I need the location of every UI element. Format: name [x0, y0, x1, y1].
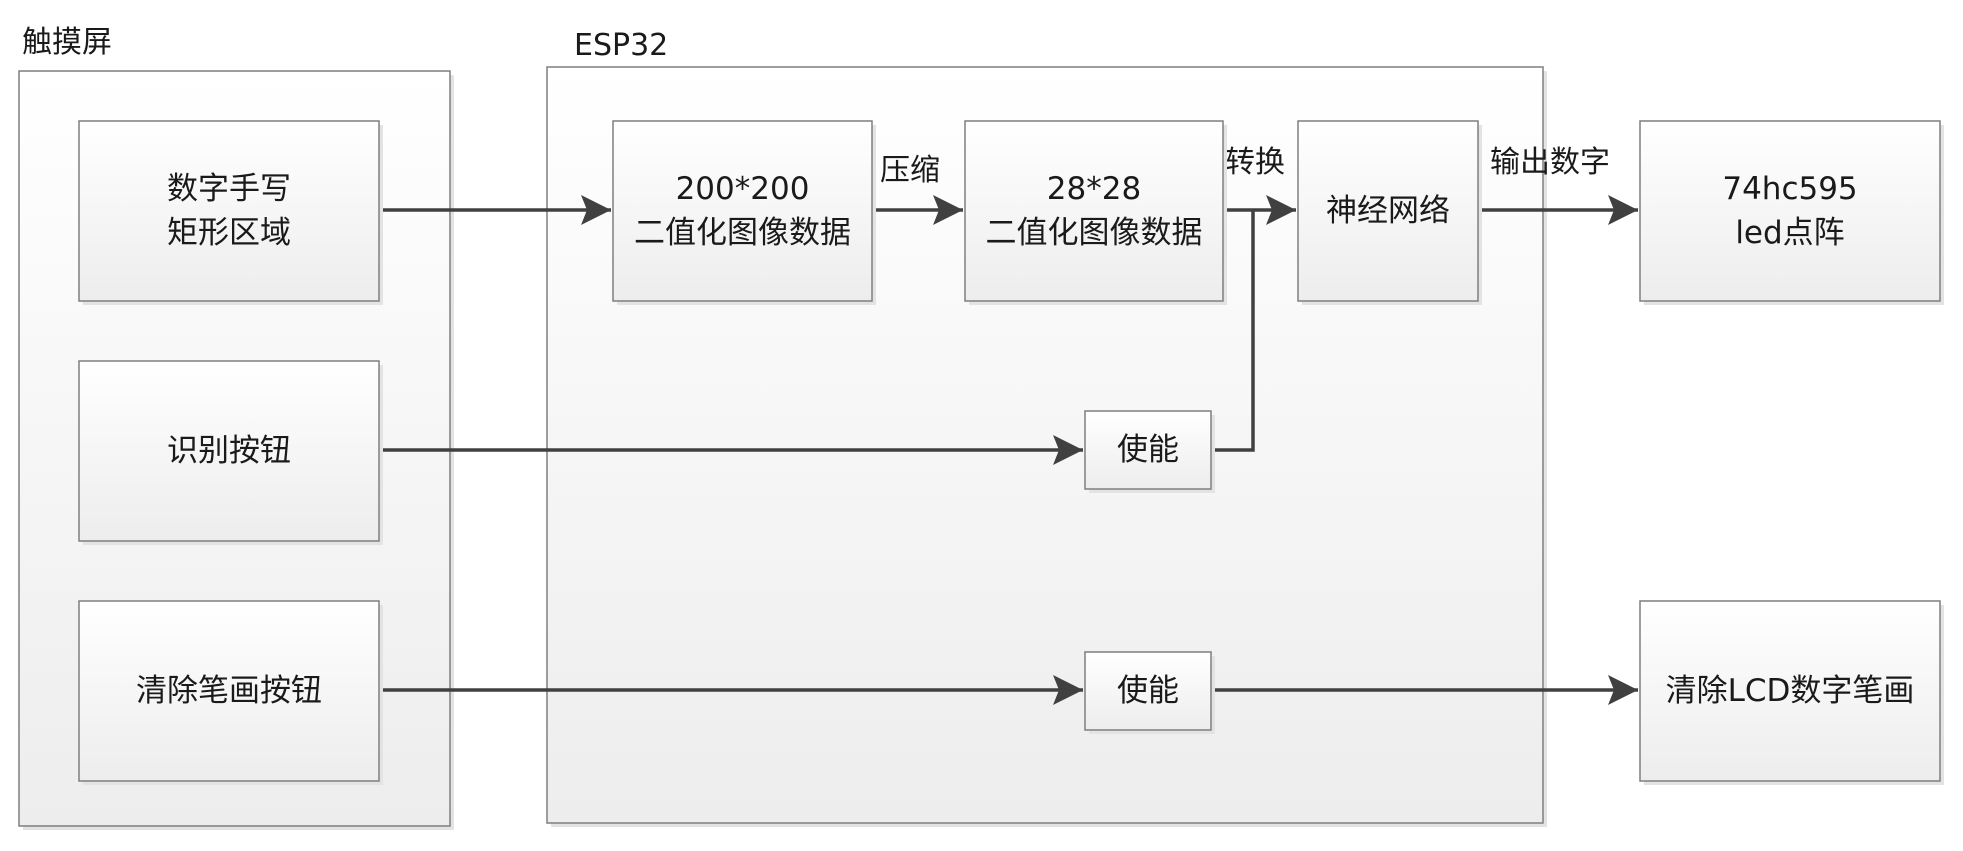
node-handwriting-area-label-line: 数字手写 — [167, 171, 291, 207]
touchscreen-title: 触摸屏 — [22, 25, 112, 60]
node-led-matrix-label-line: led点阵 — [1735, 215, 1844, 251]
node-handwriting-area-label-line: 矩形区域 — [167, 215, 291, 251]
node-enable-recognize: 使能 — [1084, 410, 1215, 493]
node-image-200-box — [612, 120, 873, 302]
node-image-28-label-line: 28*28 — [1047, 171, 1141, 207]
node-neural-network-box — [1297, 120, 1479, 302]
node-neural-network-label-line: 神经网络 — [1326, 193, 1450, 229]
node-enable-recognize-label-line: 使能 — [1117, 432, 1179, 468]
node-enable-clear-box — [1084, 651, 1212, 731]
edge-label-convert: 转换 — [1225, 145, 1285, 180]
node-handwriting-area-box — [78, 120, 380, 302]
node-recognize-button: 识别按钮 — [78, 360, 383, 545]
node-enable-clear-label-line: 使能 — [1117, 673, 1179, 709]
node-image-200: 200*200 二值化图像数据 — [612, 120, 876, 305]
node-led-matrix-box — [1639, 120, 1941, 302]
node-led-matrix: 74hc595 led点阵 — [1639, 120, 1944, 305]
node-clear-stroke-button: 清除笔画按钮 — [78, 600, 383, 785]
node-clear-lcd-box — [1639, 600, 1941, 782]
node-image-200-label-line: 200*200 — [676, 171, 810, 207]
node-clear-stroke-button-box — [78, 600, 380, 782]
node-neural-network: 神经网络 — [1297, 120, 1482, 305]
node-clear-stroke-button-label-line: 清除笔画按钮 — [136, 673, 322, 709]
node-image-28-label-line: 二值化图像数据 — [986, 215, 1203, 251]
edge-label-compress: 压缩 — [880, 153, 940, 188]
node-image-28: 28*28 二值化图像数据 — [964, 120, 1227, 305]
node-clear-lcd-label-line: 清除LCD数字笔画 — [1666, 673, 1915, 709]
node-enable-clear: 使能 — [1084, 651, 1215, 734]
node-image-200-label-line: 二值化图像数据 — [634, 215, 851, 251]
connector-enable-to-neural-network — [1211, 210, 1255, 452]
node-clear-lcd: 清除LCD数字笔画 — [1639, 600, 1944, 785]
edge-label-output-digit: 输出数字 — [1490, 145, 1610, 180]
node-led-matrix-label-line: 74hc595 — [1722, 171, 1857, 207]
node-recognize-button-label-line: 识别按钮 — [167, 433, 291, 469]
node-enable-recognize-box — [1084, 410, 1212, 490]
esp32-title: ESP32 — [574, 28, 668, 63]
node-image-28-box — [964, 120, 1224, 302]
connectors — [379, 195, 1638, 705]
node-recognize-button-box — [78, 360, 380, 542]
